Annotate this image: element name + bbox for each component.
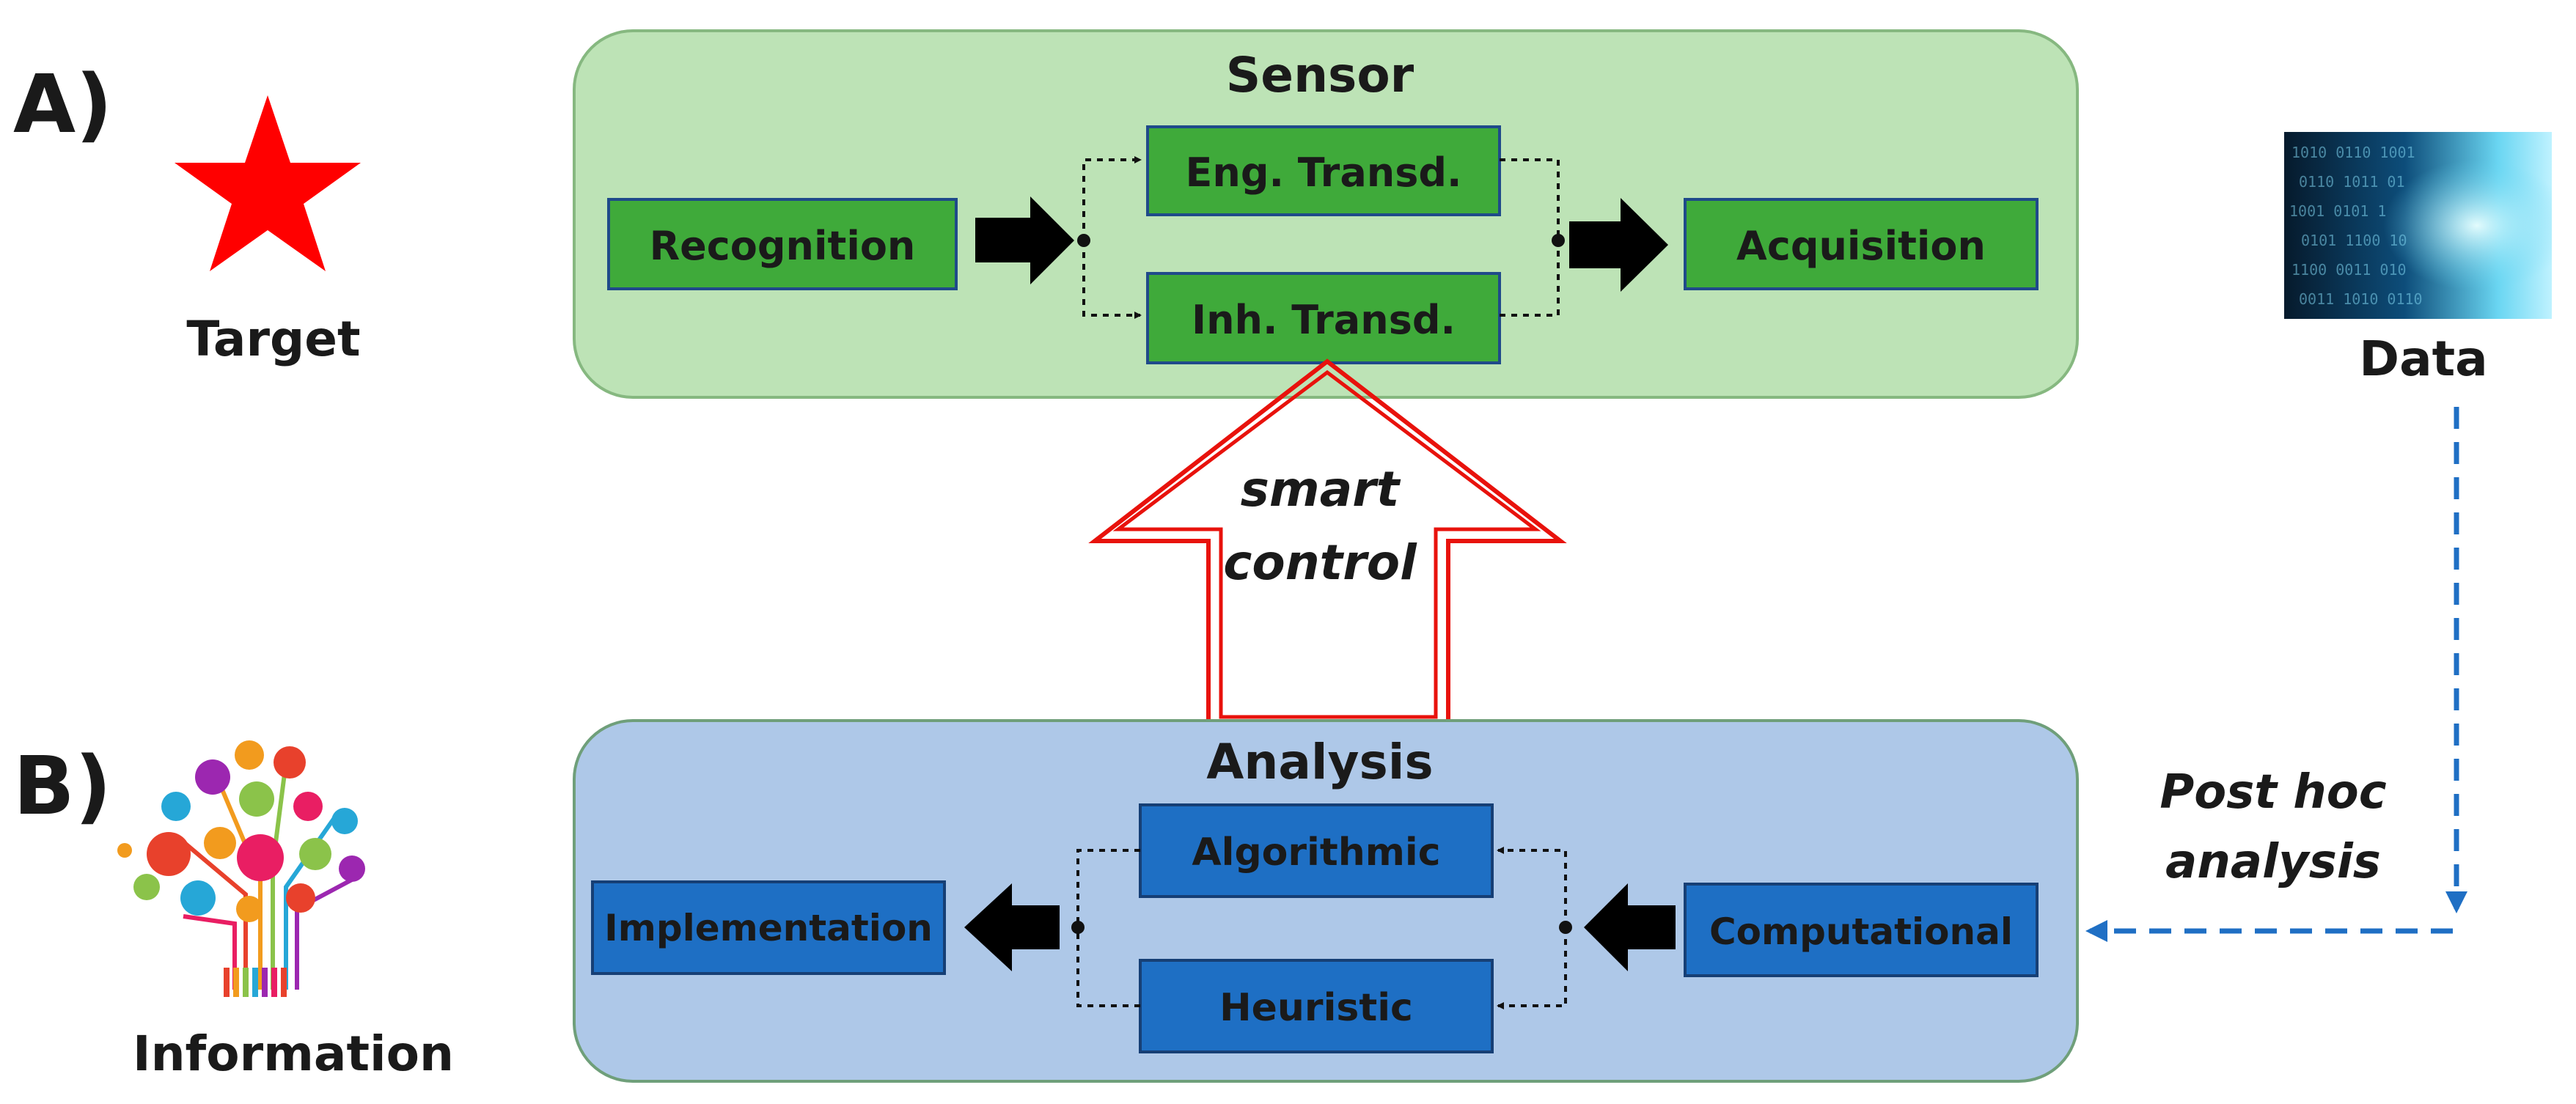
binary-data-image-icon: 1010 0110 1001 0110 1011 01 1001 0101 1 … [2284,132,2552,319]
svg-text:1100 0011 010: 1100 0011 010 [2291,261,2407,279]
heuristic-label: Heuristic [1219,986,1413,1030]
analysis-panel [573,719,2079,1083]
inh-transd-box: Inh. Transd. [1146,272,1501,364]
post-hoc-line2: analysis [2165,835,2381,889]
information-tree-icon [117,740,365,997]
analysis-flow-arrow-in [1584,883,1676,971]
sensor-flow-arrow-in [975,196,1074,284]
svg-text:1001 0101 1: 1001 0101 1 [2289,202,2386,220]
analysis-split-dot [1559,921,1572,934]
sensor-split-connector [1082,156,1142,319]
information-label: Information [133,1026,454,1082]
smart-control-arrow [1088,358,1567,730]
analysis-split-connector [1497,847,1567,1009]
smart-control-line1: smart [1241,461,1401,518]
sensor-merge-dot [1552,234,1565,247]
svg-text:0101 1100 10: 0101 1100 10 [2301,232,2407,249]
sensor-flow-arrow-out [1569,198,1668,292]
sensor-merge-connector [1500,158,1560,317]
recognition-label: Recognition [650,223,916,269]
computational-box: Computational [1684,883,2039,977]
acquisition-label: Acquisition [1736,223,1986,269]
sensor-split-dot [1077,234,1090,247]
post-hoc-connector [2085,407,2467,942]
svg-text:0110 1011 01: 0110 1011 01 [2299,173,2405,191]
panel-a-label: A) [13,57,112,151]
data-label: Data [2359,331,2487,387]
heuristic-box: Heuristic [1139,959,1494,1053]
svg-text:0011 1010 0110: 0011 1010 0110 [2299,290,2423,308]
recognition-box: Recognition [607,198,958,290]
analysis-title: Analysis [1206,734,1433,790]
computational-label: Computational [1709,910,2013,953]
algorithmic-label: Algorithmic [1192,831,1440,875]
post-hoc-line1: Post hoc [2159,765,2386,820]
acquisition-box: Acquisition [1684,198,2039,290]
implementation-label: Implementation [604,907,933,949]
analysis-merge-dot [1071,921,1085,934]
panel-b-label: B) [13,739,111,833]
target-label: Target [186,311,360,367]
eng-transd-label: Eng. Transd. [1185,150,1461,196]
sensor-title: Sensor [1226,47,1414,103]
smart-control-line2: control [1223,534,1417,591]
inh-transd-label: Inh. Transd. [1192,297,1456,343]
implementation-box: Implementation [591,880,946,975]
analysis-flow-arrow-out [964,883,1060,971]
svg-text:1010 0110 1001: 1010 0110 1001 [2291,144,2415,161]
red-star-icon [175,95,361,271]
analysis-merge-connector [1076,849,1140,1007]
eng-transd-box: Eng. Transd. [1146,125,1501,216]
algorithmic-box: Algorithmic [1139,803,1494,898]
